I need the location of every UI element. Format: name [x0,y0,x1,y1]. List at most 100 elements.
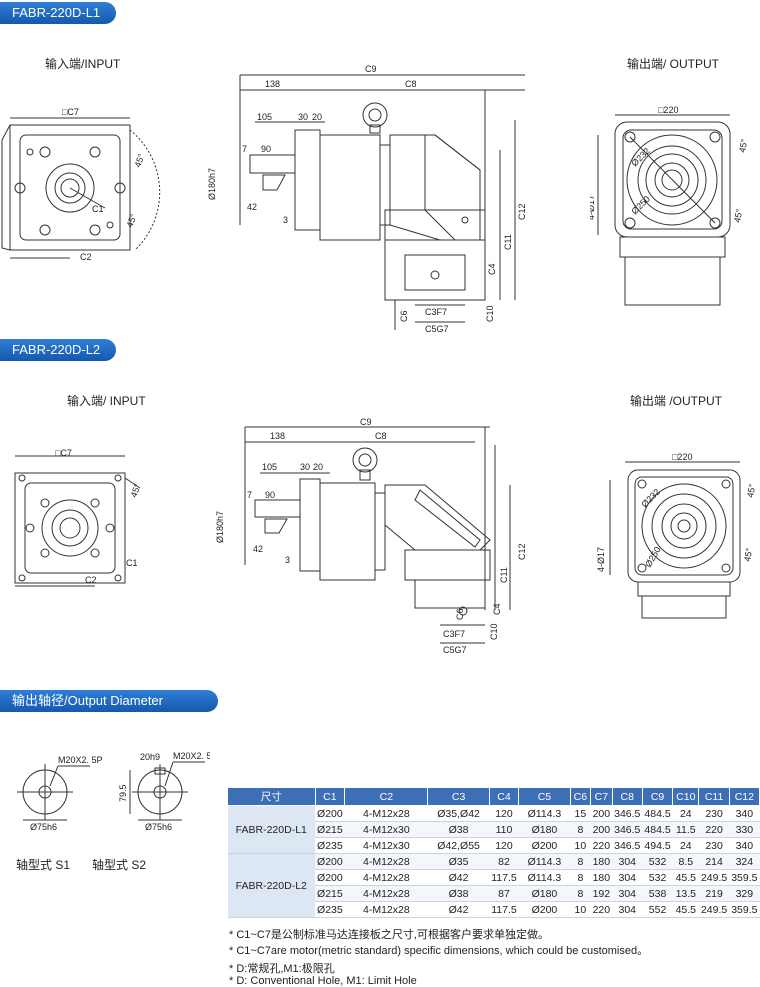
table-cell: 214 [698,853,730,870]
header-cell: C9 [641,787,674,806]
l1-dim-c8: C8 [405,79,417,89]
l2-dim-90: 90 [265,490,275,500]
table-cell: 10 [570,901,591,918]
l2-dim-c3: C3F7 [443,629,465,639]
l2-dim-42: 42 [253,544,263,554]
header-cell: C1 [314,787,346,806]
table-cell: 4-M12x30 [344,837,428,854]
table-cell: 8 [570,885,591,902]
table-cell: 87 [489,885,519,902]
l2-dim-c6: C6 [455,608,465,620]
model-cell: FABR-220D-L1 [227,805,316,854]
l1-output-dim-4d17: 4-Ø17 [590,195,596,220]
table-cell: 4-M12x28 [344,805,428,822]
table-cell: 15 [570,805,591,822]
l2-dim-c5: C5G7 [443,645,467,655]
table-cell: 8 [570,869,591,886]
table-cell: Ø215 [315,821,345,838]
table-cell: 24 [672,837,699,854]
table-cell: 538 [642,885,673,902]
l1-output-label: 输出端/ OUTPUT [627,57,719,71]
table-cell: Ø200 [315,805,345,822]
table-cell: 4-M12x30 [344,821,428,838]
l1-output-dim-45a: 45° [737,138,749,154]
l2-dim-20: 20 [313,462,323,472]
l1-input-dim-45a: 45° [132,152,146,169]
table-cell: 484.5 [642,805,673,822]
table-cell: Ø114.3 [518,869,571,886]
table-cell: 329 [729,885,760,902]
l2-input-drawing: □C7 45° C1 C2 [14,448,143,587]
l2-dim-7: 7 [247,490,252,500]
table-cell: Ø180 [518,885,571,902]
l1-dim-7: 7 [242,144,247,154]
table-cell: 11.5 [672,821,699,838]
table-cell: Ø42 [427,901,490,918]
table-cell: Ø200 [518,901,571,918]
l2-input-dim-c2: C2 [85,575,97,585]
shaft-s1-dim-d75: Ø75h6 [30,822,57,832]
table-cell: 340 [729,805,760,822]
l1-input-dim-c2: C2 [80,252,92,260]
table-cell: 120 [489,837,519,854]
table-cell: 45.5 [672,869,699,886]
table-cell: 532 [642,853,673,870]
l2-dim-d180: Ø180h7 [215,511,225,543]
table-cell: 330 [729,821,760,838]
table-cell: 180 [590,869,613,886]
table-cell: 45.5 [672,901,699,918]
note-3: * D:常规孔,M1:极限孔 [229,963,335,975]
l2-side-drawing: C9 138 C8 105 30 20 7 90 Ø180h7 42 3 C12… [215,417,525,655]
header-cell: C12 [728,787,760,806]
table-cell: Ø235 [315,837,345,854]
l2-output-dim-250: Ø250 [643,545,663,569]
note-1: * C1~C7是公制标准马达连接板之尺寸,可根据客户要求单独定做。 [229,929,549,941]
l2-dim-30: 30 [300,462,310,472]
table-cell: 200 [590,821,613,838]
shaft-s2-dim-d75: Ø75h6 [145,822,172,832]
table-cell: 359.5 [729,901,760,918]
l1-input-dim-c1: C1 [92,204,104,214]
table-cell: 324 [729,853,760,870]
table-cell: 230 [698,805,730,822]
l1-output-dim-45b: 45° [732,208,744,224]
table-cell: Ø114.3 [518,805,571,822]
l2-input-label: 输入端/ INPUT [67,394,146,408]
l2-dim-c11: C11 [499,567,509,583]
table-cell: 220 [590,837,613,854]
shaft-s1-dim-m20: M20X2. 5P [58,755,103,765]
header-cell: C6 [569,787,592,806]
l2-dim-c8: C8 [375,431,387,441]
l2-output-dim-4d17: 4-Ø17 [596,547,606,572]
l2-output-dim-220: □220 [672,452,692,462]
l1-input-drawing: □C7 45° 45° C1 C2 [1,107,161,260]
l1-dim-c6: C6 [399,310,409,322]
l2-dim-3: 3 [285,555,290,565]
table-cell: 304 [612,853,643,870]
table-cell: 220 [590,901,613,918]
table-cell: Ø114.3 [518,853,571,870]
table-cell: 304 [612,901,643,918]
table-cell: 304 [612,885,643,902]
l2-input-dim-45: 45° [128,482,142,499]
table-cell: 8 [570,853,591,870]
table-cell: 192 [590,885,613,902]
l1-input-dim-45b: 45° [124,212,138,229]
table-cell: Ø38 [427,821,490,838]
table-cell: 8.5 [672,853,699,870]
table-cell: Ø42,Ø55 [427,837,490,854]
header-cell: C5 [518,787,571,806]
l2-dim-105: 105 [262,462,277,472]
table-cell: 82 [489,853,519,870]
table-cell: 4-M12x28 [344,853,428,870]
l1-input-dim-c7: □C7 [62,107,79,117]
table-cell: 346.5 [612,837,643,854]
header-cell: C10 [672,787,700,806]
l1-dim-c5: C5G7 [425,324,449,334]
l1-dim-105: 105 [257,112,272,122]
l1-dim-3: 3 [283,215,288,225]
